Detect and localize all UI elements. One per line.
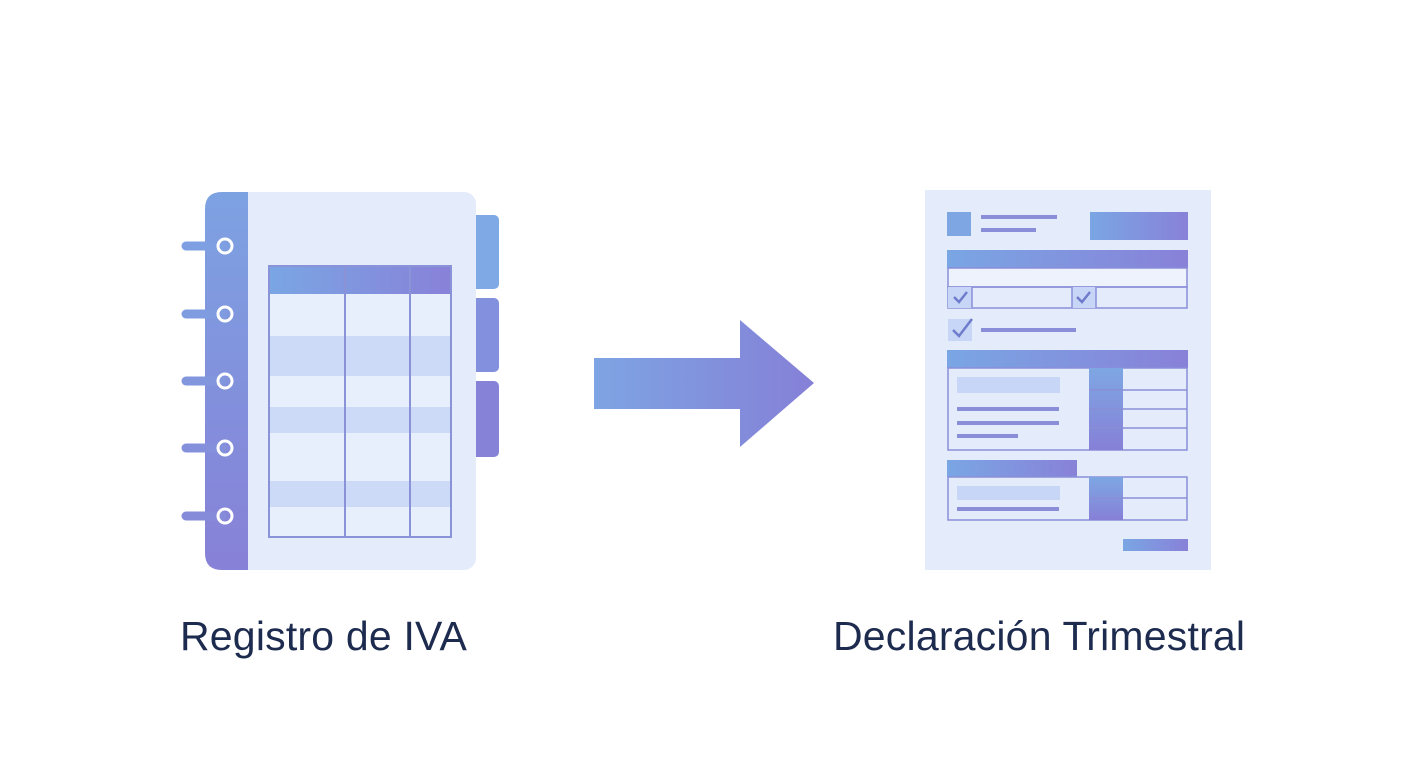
binder-rings bbox=[181, 237, 234, 525]
binder-ledger-icon bbox=[181, 192, 499, 570]
binder-tab bbox=[470, 298, 499, 372]
tax-form-icon bbox=[925, 190, 1211, 570]
target-label: Declaración Trimestral bbox=[833, 613, 1246, 659]
binder-tab bbox=[470, 215, 499, 289]
ledger-table bbox=[268, 265, 452, 538]
binder-tab bbox=[470, 381, 499, 457]
arrow-right-icon bbox=[594, 320, 814, 447]
source-label: Registro de IVA bbox=[180, 613, 468, 659]
